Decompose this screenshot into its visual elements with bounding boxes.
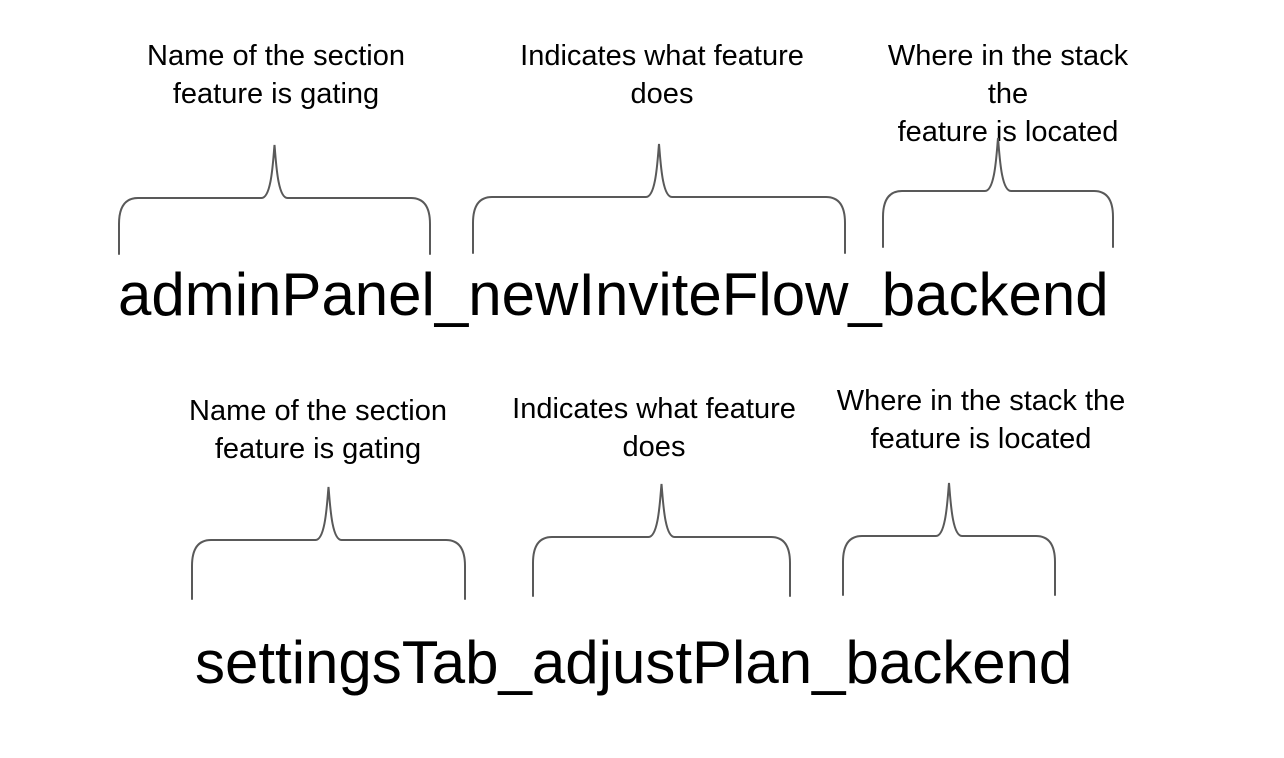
annotation-label-stack: Where in the stack the feature is locate…	[836, 385, 1126, 455]
annotation-label-section: Name of the section feature is gating	[189, 395, 447, 465]
curly-brace-icon	[191, 486, 466, 600]
flag-name-text: settingsTab_adjustPlan_backend	[195, 629, 1073, 696]
curly-brace-icon	[118, 144, 431, 255]
annotation-label-stack: Where in the stack the feature is locate…	[887, 40, 1129, 148]
curly-brace-icon	[532, 483, 791, 597]
flag-name-text: adminPanel_newInviteFlow_backend	[118, 261, 1109, 328]
annotation-label-feature: Indicates what feature does	[512, 393, 796, 463]
curly-brace-icon	[882, 137, 1114, 248]
curly-brace-icon	[842, 482, 1056, 596]
annotation-label-section: Name of the section feature is gating	[147, 40, 405, 110]
curly-brace-icon	[472, 143, 846, 254]
annotation-label-feature: Indicates what feature does	[520, 40, 804, 110]
